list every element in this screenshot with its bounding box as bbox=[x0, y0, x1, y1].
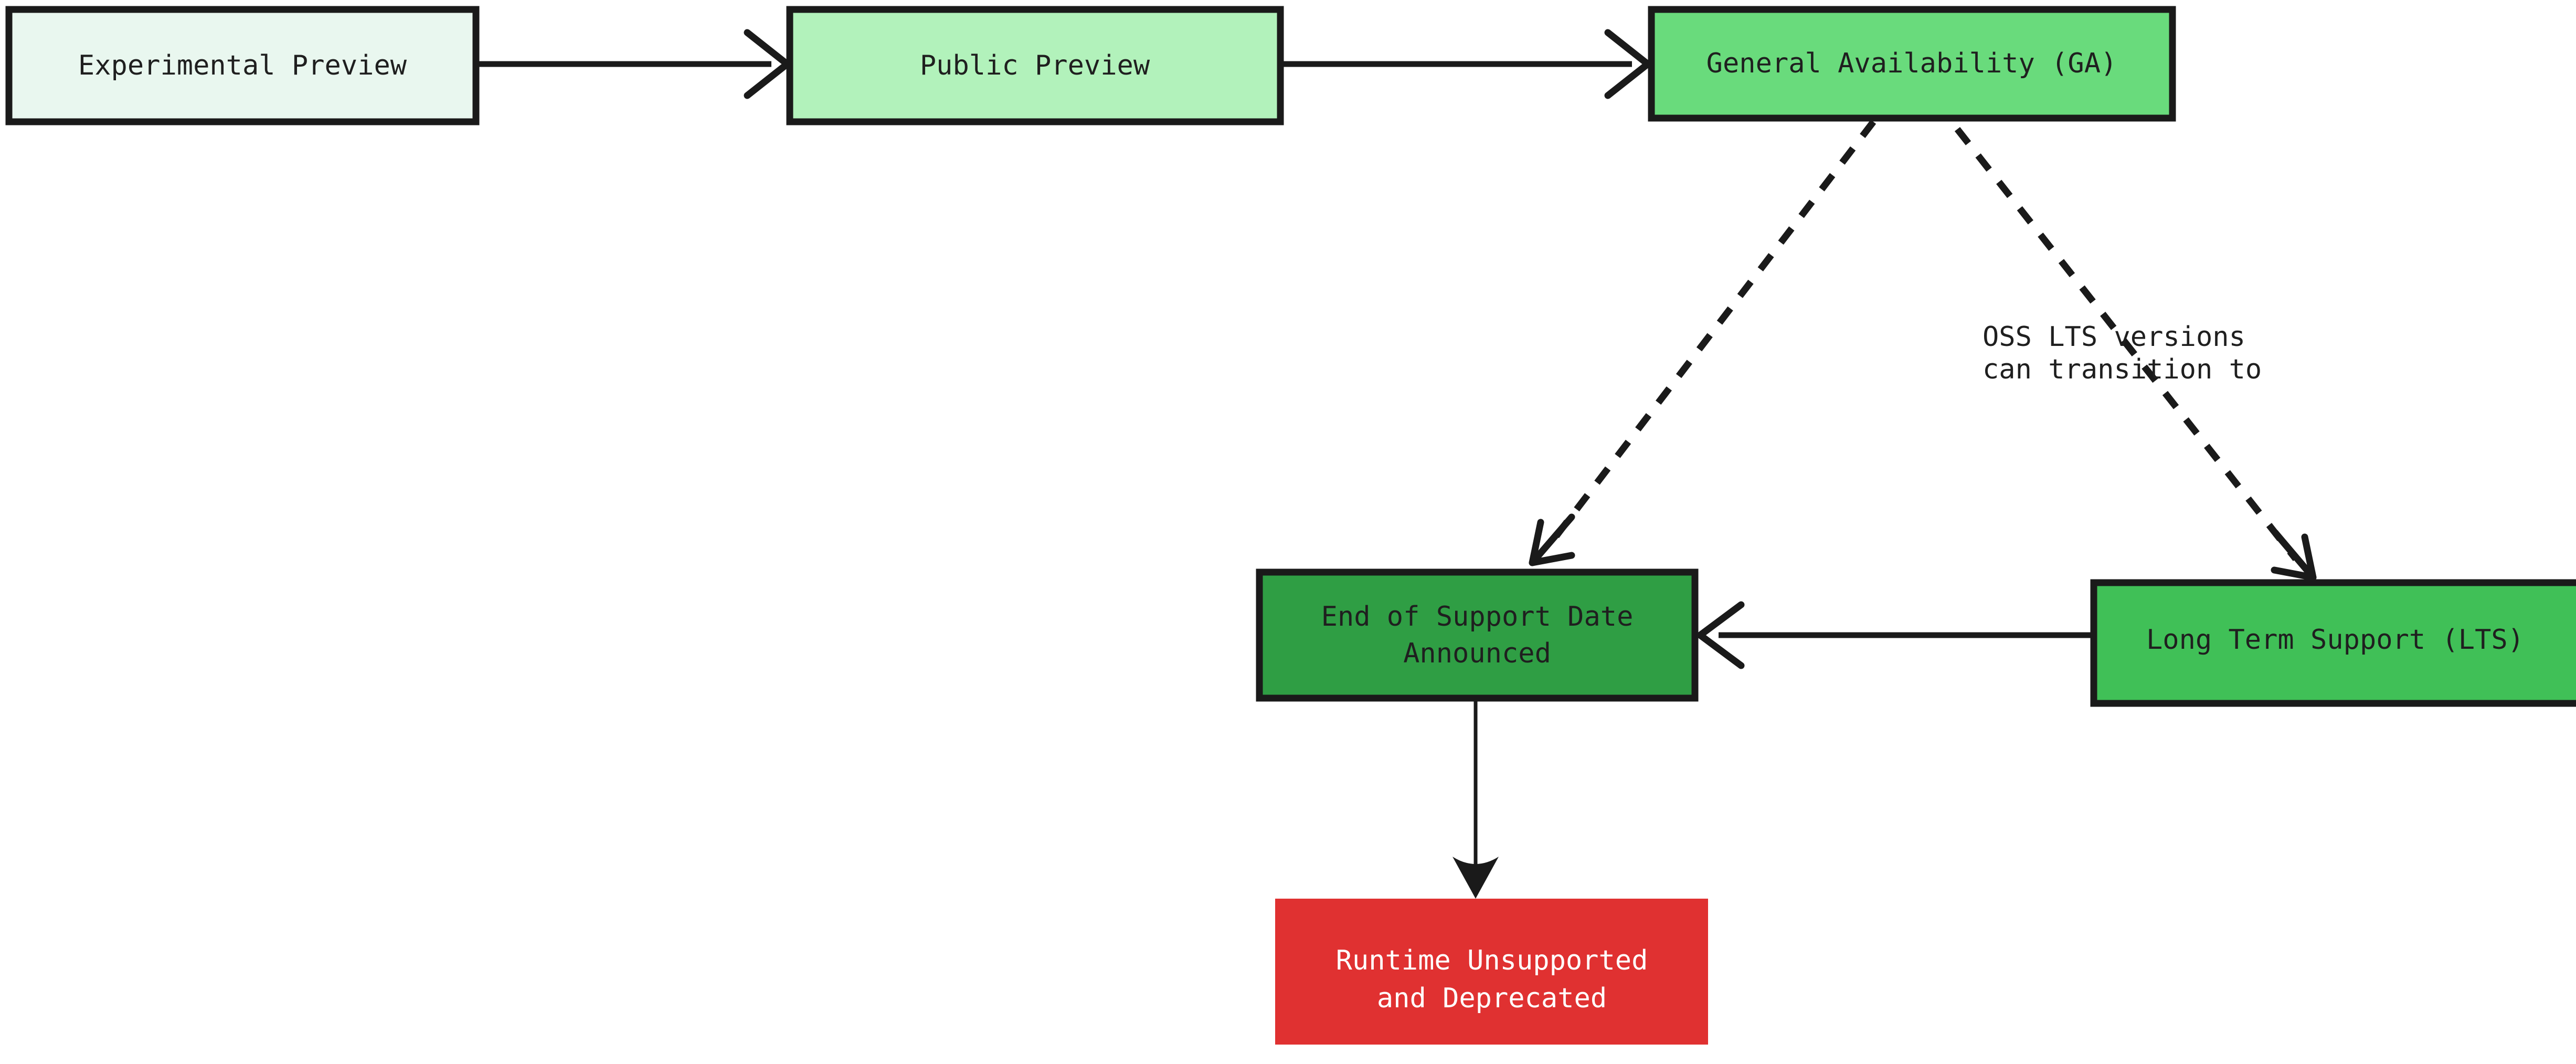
node-long-term-support-label: Long Term Support (LTS) bbox=[2146, 624, 2524, 656]
edge-experimental-to-public bbox=[479, 29, 791, 99]
node-general-availability-label: General Availability (GA) bbox=[1706, 48, 2117, 79]
node-runtime-unsupported-and-deprecated-box[interactable] bbox=[1275, 899, 1708, 1045]
node-public-preview-box[interactable] bbox=[786, 6, 1284, 125]
node-general-availability-box[interactable] bbox=[1648, 6, 2176, 122]
node-runtime-unsupported-and-deprecated[interactable]: Runtime Unsupported and Deprecated bbox=[1275, 899, 1708, 1045]
node-experimental-preview[interactable]: Experimental Preview bbox=[5, 6, 480, 125]
edge-public-to-ga-arrowhead bbox=[1604, 29, 1651, 99]
edge-public-to-ga bbox=[1283, 29, 1651, 99]
node-experimental-preview-label: Experimental Preview bbox=[78, 50, 407, 81]
node-long-term-support[interactable]: Long Term Support (LTS) bbox=[2090, 579, 2576, 707]
edge-ga-to-end-of-support bbox=[1529, 120, 1877, 566]
node-runtime-unsupported-and-deprecated-label-line-1: Runtime Unsupported bbox=[1336, 945, 1648, 976]
edge-end-of-support-to-unsupported-arrowhead bbox=[1453, 857, 1499, 899]
edge-ga-to-end-of-support-arrowhead-barb bbox=[1529, 519, 1544, 566]
edge-label-oss-lts-transition: OSS LTS versions can transition to bbox=[1983, 321, 2262, 385]
edge-end-of-support-to-unsupported bbox=[1453, 699, 1499, 899]
edge-lts-to-end-of-support bbox=[1697, 601, 2091, 669]
node-end-of-support-date-announced-label-line-1: End of Support Date bbox=[1321, 601, 1634, 633]
edge-ga-to-lts bbox=[1954, 127, 2317, 581]
edge-ga-to-lts-line bbox=[1954, 127, 2299, 562]
edge-label-line-2: can transition to bbox=[1983, 354, 2262, 385]
node-general-availability[interactable]: General Availability (GA) bbox=[1648, 6, 2176, 122]
node-end-of-support-date-announced-box[interactable] bbox=[1256, 568, 1699, 702]
node-end-of-support-date-announced[interactable]: End of Support Date Announced bbox=[1256, 568, 1699, 702]
edge-ga-to-end-of-support-line bbox=[1547, 120, 1877, 545]
node-runtime-unsupported-and-deprecated-label-line-2: and Deprecated bbox=[1377, 983, 1607, 1014]
edge-label-line-1: OSS LTS versions bbox=[1983, 321, 2245, 353]
node-public-preview-label: Public Preview bbox=[920, 50, 1150, 81]
node-experimental-preview-box[interactable] bbox=[5, 6, 480, 125]
node-public-preview[interactable]: Public Preview bbox=[786, 6, 1284, 125]
node-long-term-support-box[interactable] bbox=[2090, 579, 2576, 707]
edge-lts-to-end-of-support-arrowhead bbox=[1697, 601, 1745, 669]
node-end-of-support-date-announced-label-line-2: Announced bbox=[1403, 638, 1551, 669]
edge-ga-to-lts-arrowhead-barb bbox=[2301, 533, 2317, 581]
